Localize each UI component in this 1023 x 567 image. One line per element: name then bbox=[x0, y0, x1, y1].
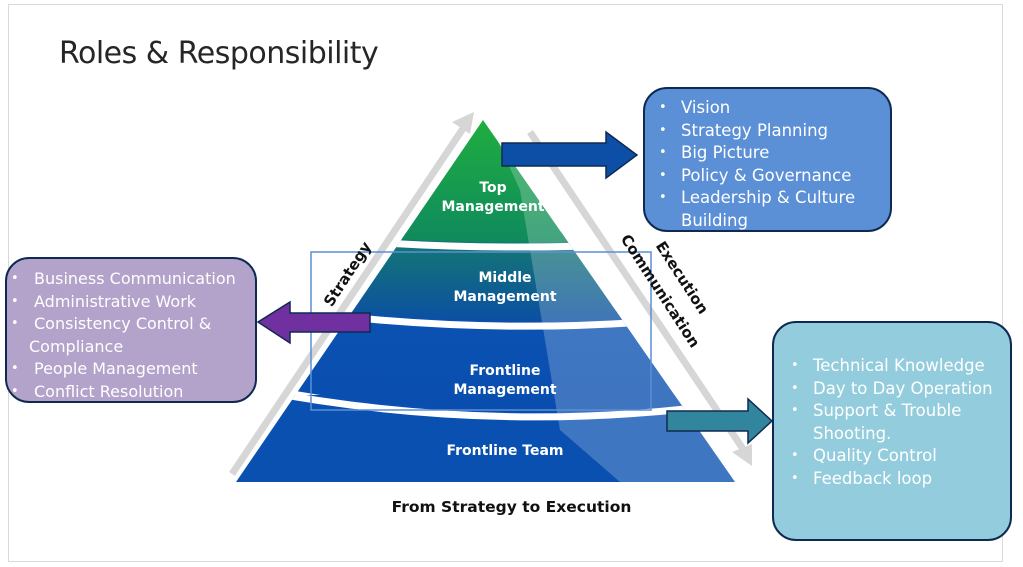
execution-arrow bbox=[527, 130, 752, 466]
list-item: Strategy Planning bbox=[655, 120, 890, 143]
list-item: Policy & Governance bbox=[655, 165, 890, 188]
strategy-arrow bbox=[229, 112, 474, 476]
list-item: Quality Control bbox=[787, 445, 1010, 468]
arrow-to-middle-box bbox=[256, 300, 371, 345]
diagram-caption: From Strategy to Execution bbox=[391, 498, 632, 516]
list-item: Technical Knowledge bbox=[787, 355, 1010, 378]
list-item: Vision bbox=[655, 97, 890, 120]
middle-management-responsibilities-box: Business Communication Administrative Wo… bbox=[5, 257, 257, 403]
slide-title: Roles & Responsibility bbox=[59, 36, 379, 71]
arrow-to-top-box bbox=[501, 130, 639, 180]
top-management-responsibilities-box: Vision Strategy Planning Big Picture Pol… bbox=[643, 87, 892, 232]
label-frontline-team: Frontline Team bbox=[446, 443, 564, 459]
list-item: Conflict Resolution bbox=[7, 381, 255, 404]
list-item: Day to Day Operation bbox=[787, 378, 1010, 401]
frontline-responsibilities-box: Technical Knowledge Day to Day Operation… bbox=[772, 321, 1012, 541]
arrow-to-frontline-box bbox=[666, 397, 774, 445]
list-item: Big Picture bbox=[655, 142, 890, 165]
list-item: Business Communication bbox=[7, 268, 255, 291]
list-item: Consistency Control & bbox=[7, 313, 255, 336]
list-item-continuation: Shooting. bbox=[813, 423, 892, 443]
list-item: Support & Trouble bbox=[787, 400, 1010, 423]
list-item: Leadership & Culture bbox=[655, 187, 890, 210]
list-item: People Management bbox=[7, 358, 255, 381]
list-item: Administrative Work bbox=[7, 291, 255, 314]
list-item-continuation: Compliance bbox=[29, 336, 124, 356]
list-item: Feedback loop bbox=[787, 468, 1010, 491]
list-item-continuation: Building bbox=[681, 210, 748, 230]
